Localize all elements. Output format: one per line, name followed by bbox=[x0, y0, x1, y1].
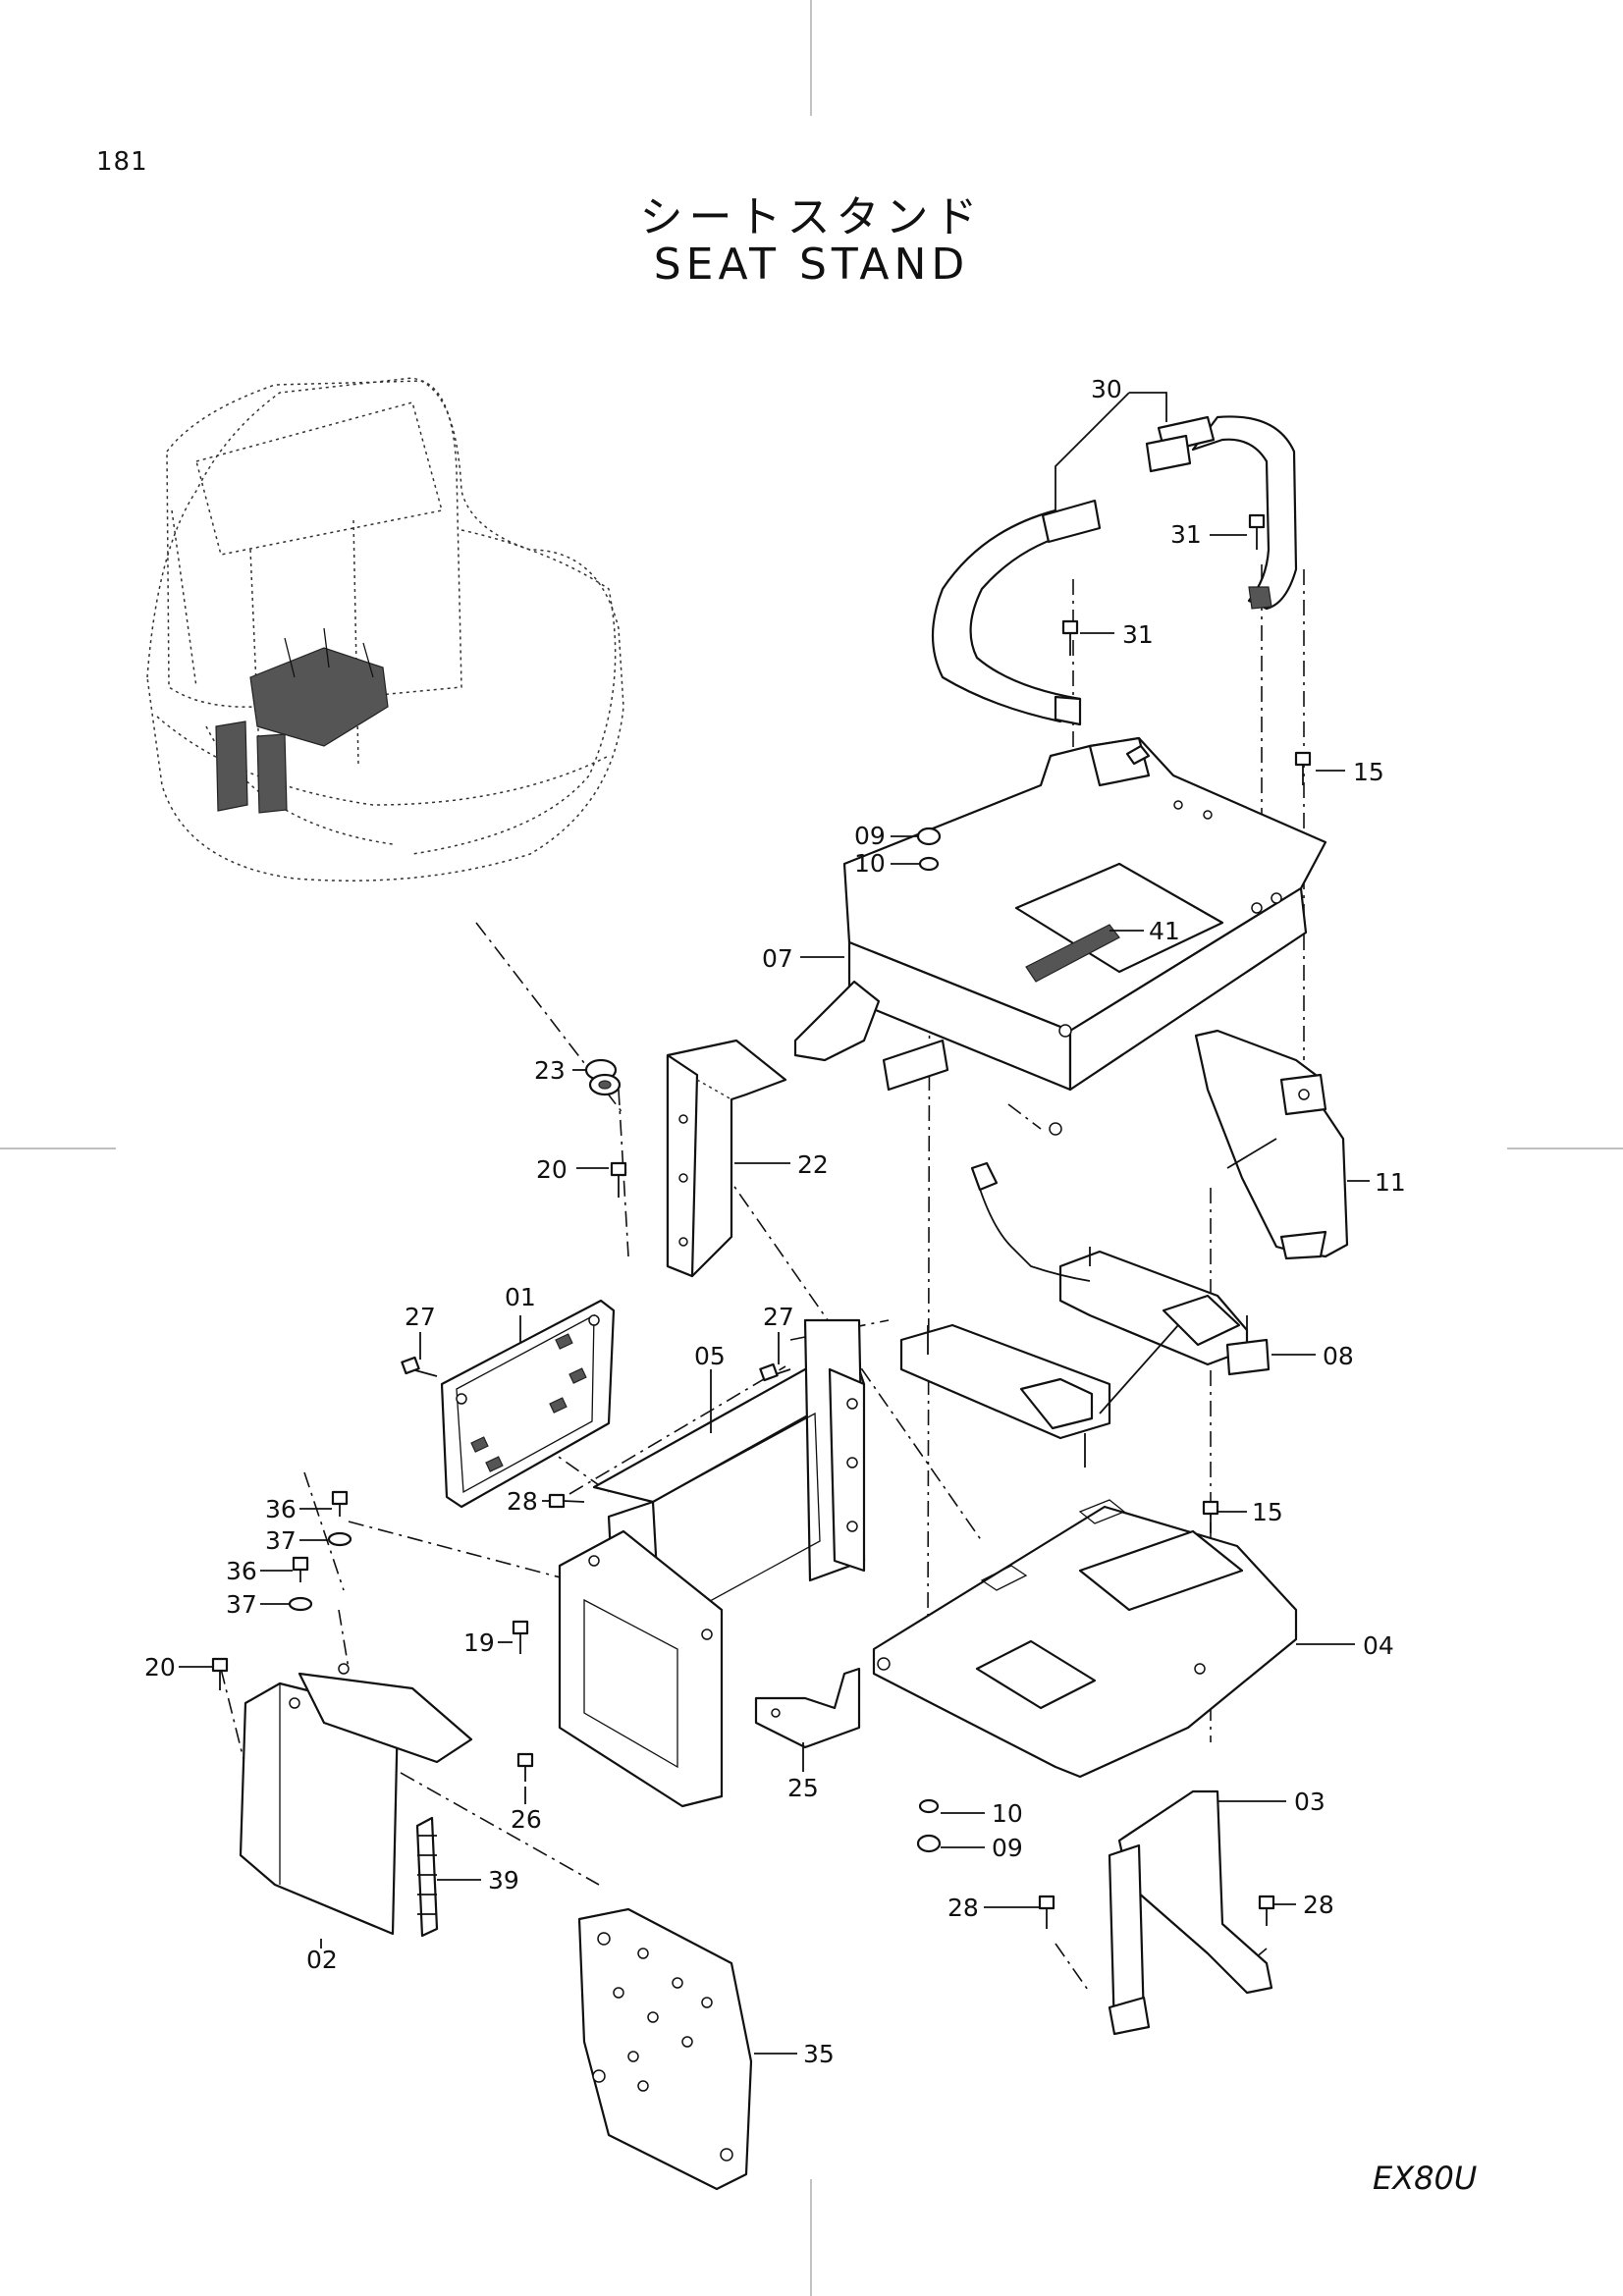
label-05: 05 bbox=[694, 1342, 726, 1370]
label-03: 03 bbox=[1294, 1788, 1325, 1816]
label-02: 02 bbox=[306, 1946, 338, 1974]
label-25: 25 bbox=[787, 1774, 819, 1802]
label-37-b: 37 bbox=[226, 1590, 257, 1619]
label-31-upper: 31 bbox=[1170, 520, 1202, 549]
page-title: SEAT STAND bbox=[653, 240, 970, 290]
label-22: 22 bbox=[797, 1150, 829, 1179]
excavator-overview-illustration bbox=[146, 377, 624, 881]
label-37-a: 37 bbox=[265, 1526, 297, 1555]
label-36-b: 36 bbox=[226, 1557, 257, 1585]
bracket-22 bbox=[666, 1039, 787, 1278]
page-number: 181 bbox=[96, 147, 148, 177]
label-10-upper: 10 bbox=[854, 849, 886, 878]
label-27-left: 27 bbox=[405, 1303, 436, 1331]
label-36-a: 36 bbox=[265, 1495, 297, 1523]
label-07: 07 bbox=[762, 944, 793, 973]
label-04: 04 bbox=[1363, 1631, 1394, 1660]
page-title-japanese: シートスタンド bbox=[639, 192, 984, 242]
seat-belt bbox=[931, 415, 1298, 726]
model-code: EX80U bbox=[1373, 2160, 1478, 2197]
label-28-right: 28 bbox=[1303, 1891, 1334, 1919]
label-26: 26 bbox=[511, 1805, 542, 1834]
label-41: 41 bbox=[1149, 917, 1180, 945]
bracket-03 bbox=[1108, 1789, 1273, 2036]
seal-39 bbox=[415, 1816, 439, 1938]
label-30: 30 bbox=[1091, 375, 1122, 403]
label-35: 35 bbox=[803, 2040, 835, 2068]
side-frame bbox=[558, 1529, 724, 1808]
bracket-11 bbox=[1194, 1029, 1349, 1260]
label-10-lower: 10 bbox=[992, 1799, 1023, 1828]
label-19: 19 bbox=[463, 1629, 495, 1657]
plate-01 bbox=[440, 1299, 616, 1509]
label-39: 39 bbox=[488, 1866, 519, 1895]
plate-04 bbox=[872, 1499, 1298, 1779]
label-15-upper: 15 bbox=[1353, 758, 1384, 786]
label-27-right: 27 bbox=[763, 1303, 794, 1331]
plate-35 bbox=[577, 1907, 753, 2191]
label-09-lower: 09 bbox=[992, 1834, 1023, 1862]
label-11: 11 bbox=[1375, 1168, 1406, 1197]
label-08: 08 bbox=[1323, 1342, 1354, 1370]
label-20-upper: 20 bbox=[536, 1155, 568, 1184]
label-28-left: 28 bbox=[947, 1894, 979, 1922]
label-15-lower: 15 bbox=[1252, 1498, 1283, 1526]
callout-labels: 30 31 31 15 09 10 41 07 11 23 20 22 08 0… bbox=[144, 375, 1406, 2068]
slide-rail bbox=[899, 1161, 1271, 1468]
label-23: 23 bbox=[534, 1056, 566, 1085]
rubber-23 bbox=[584, 1058, 622, 1096]
seat-frame bbox=[793, 736, 1327, 1136]
fasteners bbox=[211, 513, 1312, 1929]
label-31-lower: 31 bbox=[1122, 620, 1154, 649]
label-28-mid: 28 bbox=[507, 1487, 538, 1516]
label-09-upper: 09 bbox=[854, 822, 886, 850]
leader-lines bbox=[179, 392, 1370, 2055]
bracket-25 bbox=[754, 1667, 861, 1749]
label-20-lower: 20 bbox=[144, 1653, 176, 1682]
label-01: 01 bbox=[505, 1283, 536, 1311]
cover-02 bbox=[239, 1663, 473, 1936]
